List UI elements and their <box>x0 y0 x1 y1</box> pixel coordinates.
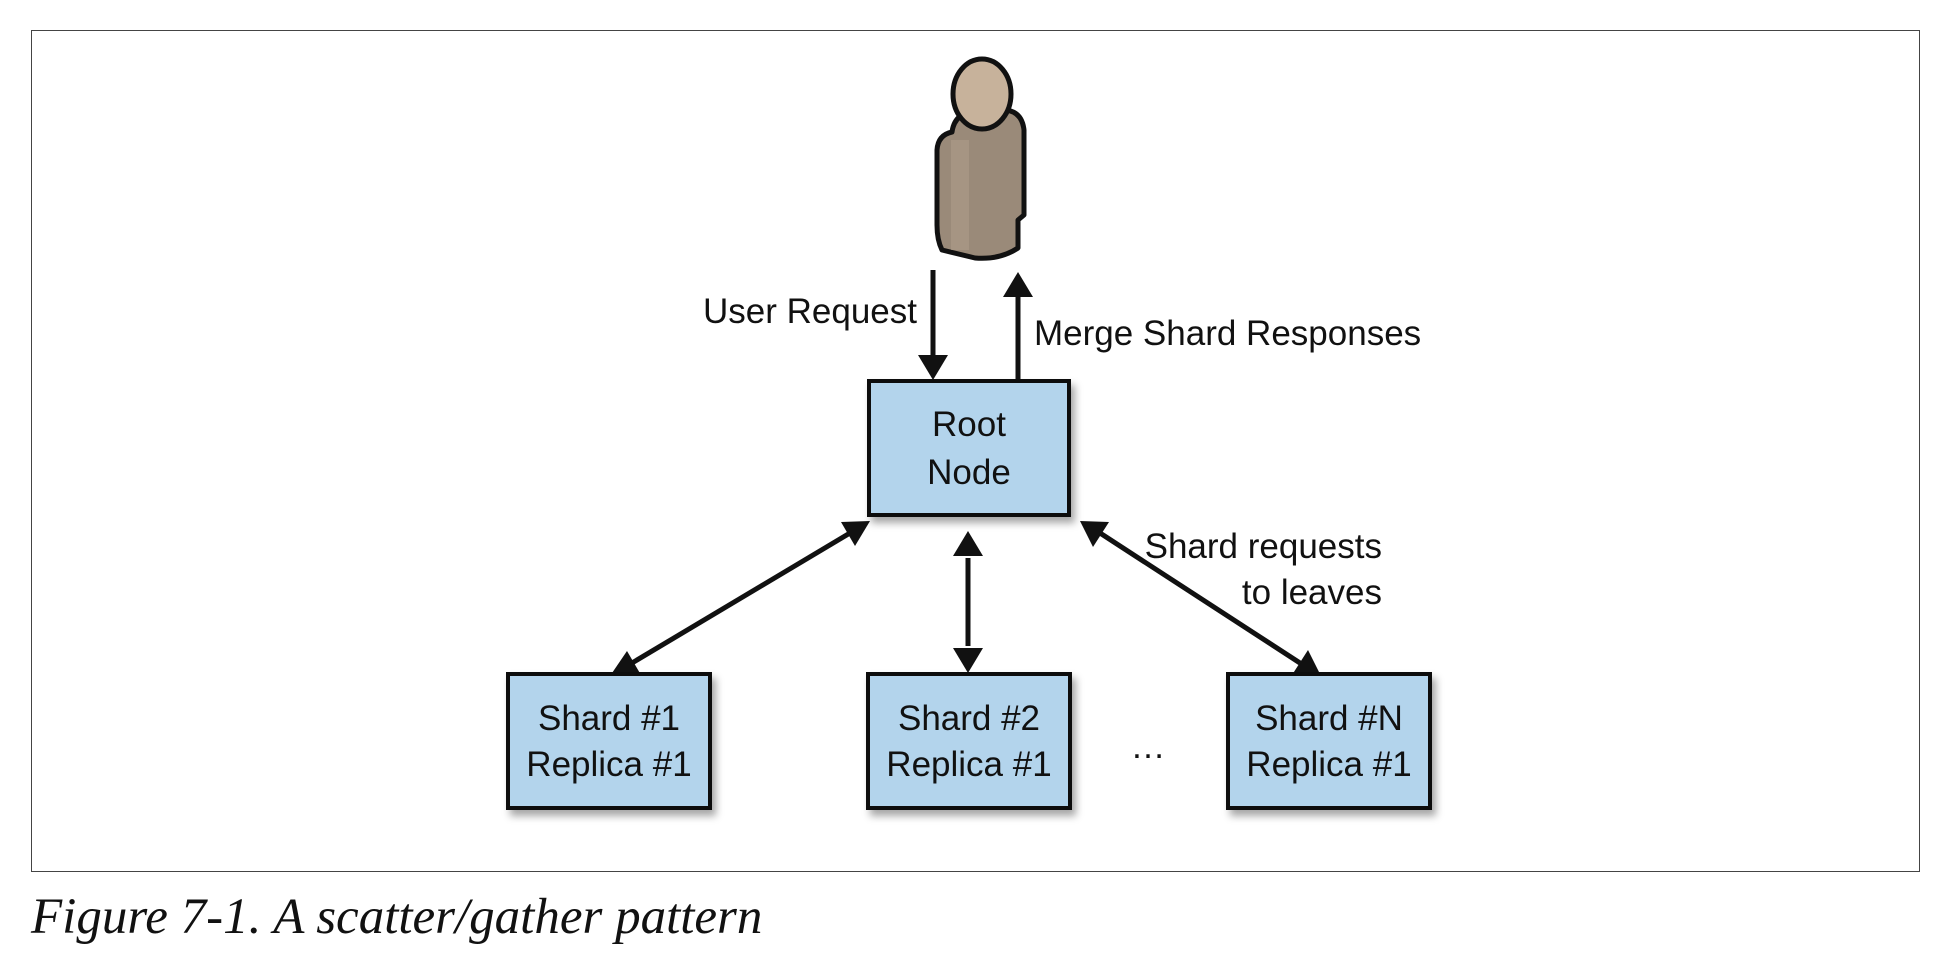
root-node-label-line-1: Root <box>932 405 1006 444</box>
edge-root-shard2 <box>953 531 983 673</box>
edge-merge-responses <box>1003 272 1033 380</box>
shard-1-label-line-2: Replica #1 <box>526 745 691 784</box>
ellipsis: … <box>1131 727 1166 766</box>
root-node: Root Node <box>867 379 1071 517</box>
merge-shard-responses-label: Merge Shard Responses <box>1034 314 1421 353</box>
shard-n-label-line-2: Replica #1 <box>1246 745 1411 784</box>
figure-caption: Figure 7-1. A scatter/gather pattern <box>31 889 763 945</box>
person-icon <box>934 56 1027 261</box>
edge-user-request <box>918 270 948 380</box>
shard-n-label-line-1: Shard #N <box>1255 699 1403 738</box>
shard-requests-label-line-2: to leaves <box>1242 573 1382 612</box>
shard-1-node: Shard #1 Replica #1 <box>506 672 712 810</box>
edge-root-shardN <box>1080 521 1321 676</box>
shard-requests-label-line-1: Shard requests <box>1145 527 1382 566</box>
shard-1-label-line-1: Shard #1 <box>538 699 680 738</box>
edge-root-shard1 <box>610 521 870 676</box>
user-request-label: User Request <box>703 292 917 331</box>
shard-2-label-line-2: Replica #1 <box>886 745 1051 784</box>
shard-2-node: Shard #2 Replica #1 <box>866 672 1072 810</box>
root-node-label-line-2: Node <box>927 453 1011 492</box>
shard-2-label-line-1: Shard #2 <box>898 699 1040 738</box>
shard-n-node: Shard #N Replica #1 <box>1226 672 1432 810</box>
